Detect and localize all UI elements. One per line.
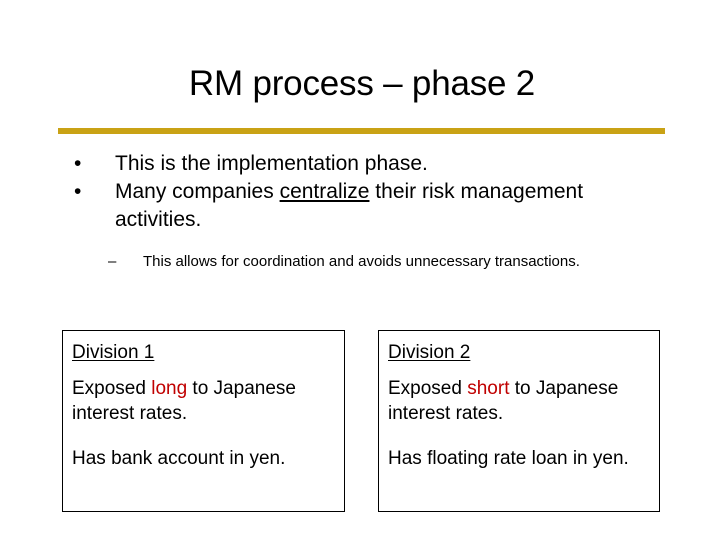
sub-bullet-dash-icon: – [108,253,117,270]
bullet-item: • This is the implementation phase. [62,150,666,178]
page-title: RM process – phase 2 [188,64,536,103]
cell-text-segment: Has floating rate loan in yen. [388,448,629,469]
sub-bullet-item: – This allows for coordination and avoid… [62,251,666,272]
cell-text-segment: to Japanese interest rates. [388,378,619,424]
division-column-2: Division 2 Exposed short to Japanese int… [378,330,660,512]
division-cell: Has floating rate loan in yen. [388,446,650,471]
cell-emphasis-word: long [151,378,188,399]
sub-bullet-text: This allows for coordination and avoids … [143,253,580,270]
bullet-text-underlined: centralize [279,180,370,203]
body-bullet-list: • This is the implementation phase. • Ma… [62,150,666,272]
cell-text-segment: Exposed [72,378,152,399]
division-cell: Exposed long to Japanese interest rates. [72,376,335,426]
bullet-marker-icon: • [74,152,82,175]
bullet-text-segment: their risk management activities. [115,180,584,231]
bullet-text-segment: Many companies [115,180,280,203]
cell-text-segment: Has bank account in yen. [72,448,286,469]
cell-text-segment: to Japanese interest rates. [72,378,296,424]
bullet-marker-icon: • [74,180,82,203]
bullet-item: • Many companies centralize their risk m… [62,178,666,234]
cell-text-segment: Exposed [388,378,468,399]
division-header-2: Division 2 [388,342,471,363]
title-divider-rule [58,128,665,134]
cell-emphasis-word: short [467,378,510,399]
division-column-1: Division 1 Exposed long to Japanese inte… [62,330,345,512]
bullet-text-segment: This is the implementation phase. [115,152,428,175]
division-header-1: Division 1 [72,342,155,363]
division-comparison-table: Division 1 Exposed long to Japanese inte… [62,330,660,512]
division-cell: Exposed short to Japanese interest rates… [388,376,650,426]
division-cell: Has bank account in yen. [72,446,335,471]
